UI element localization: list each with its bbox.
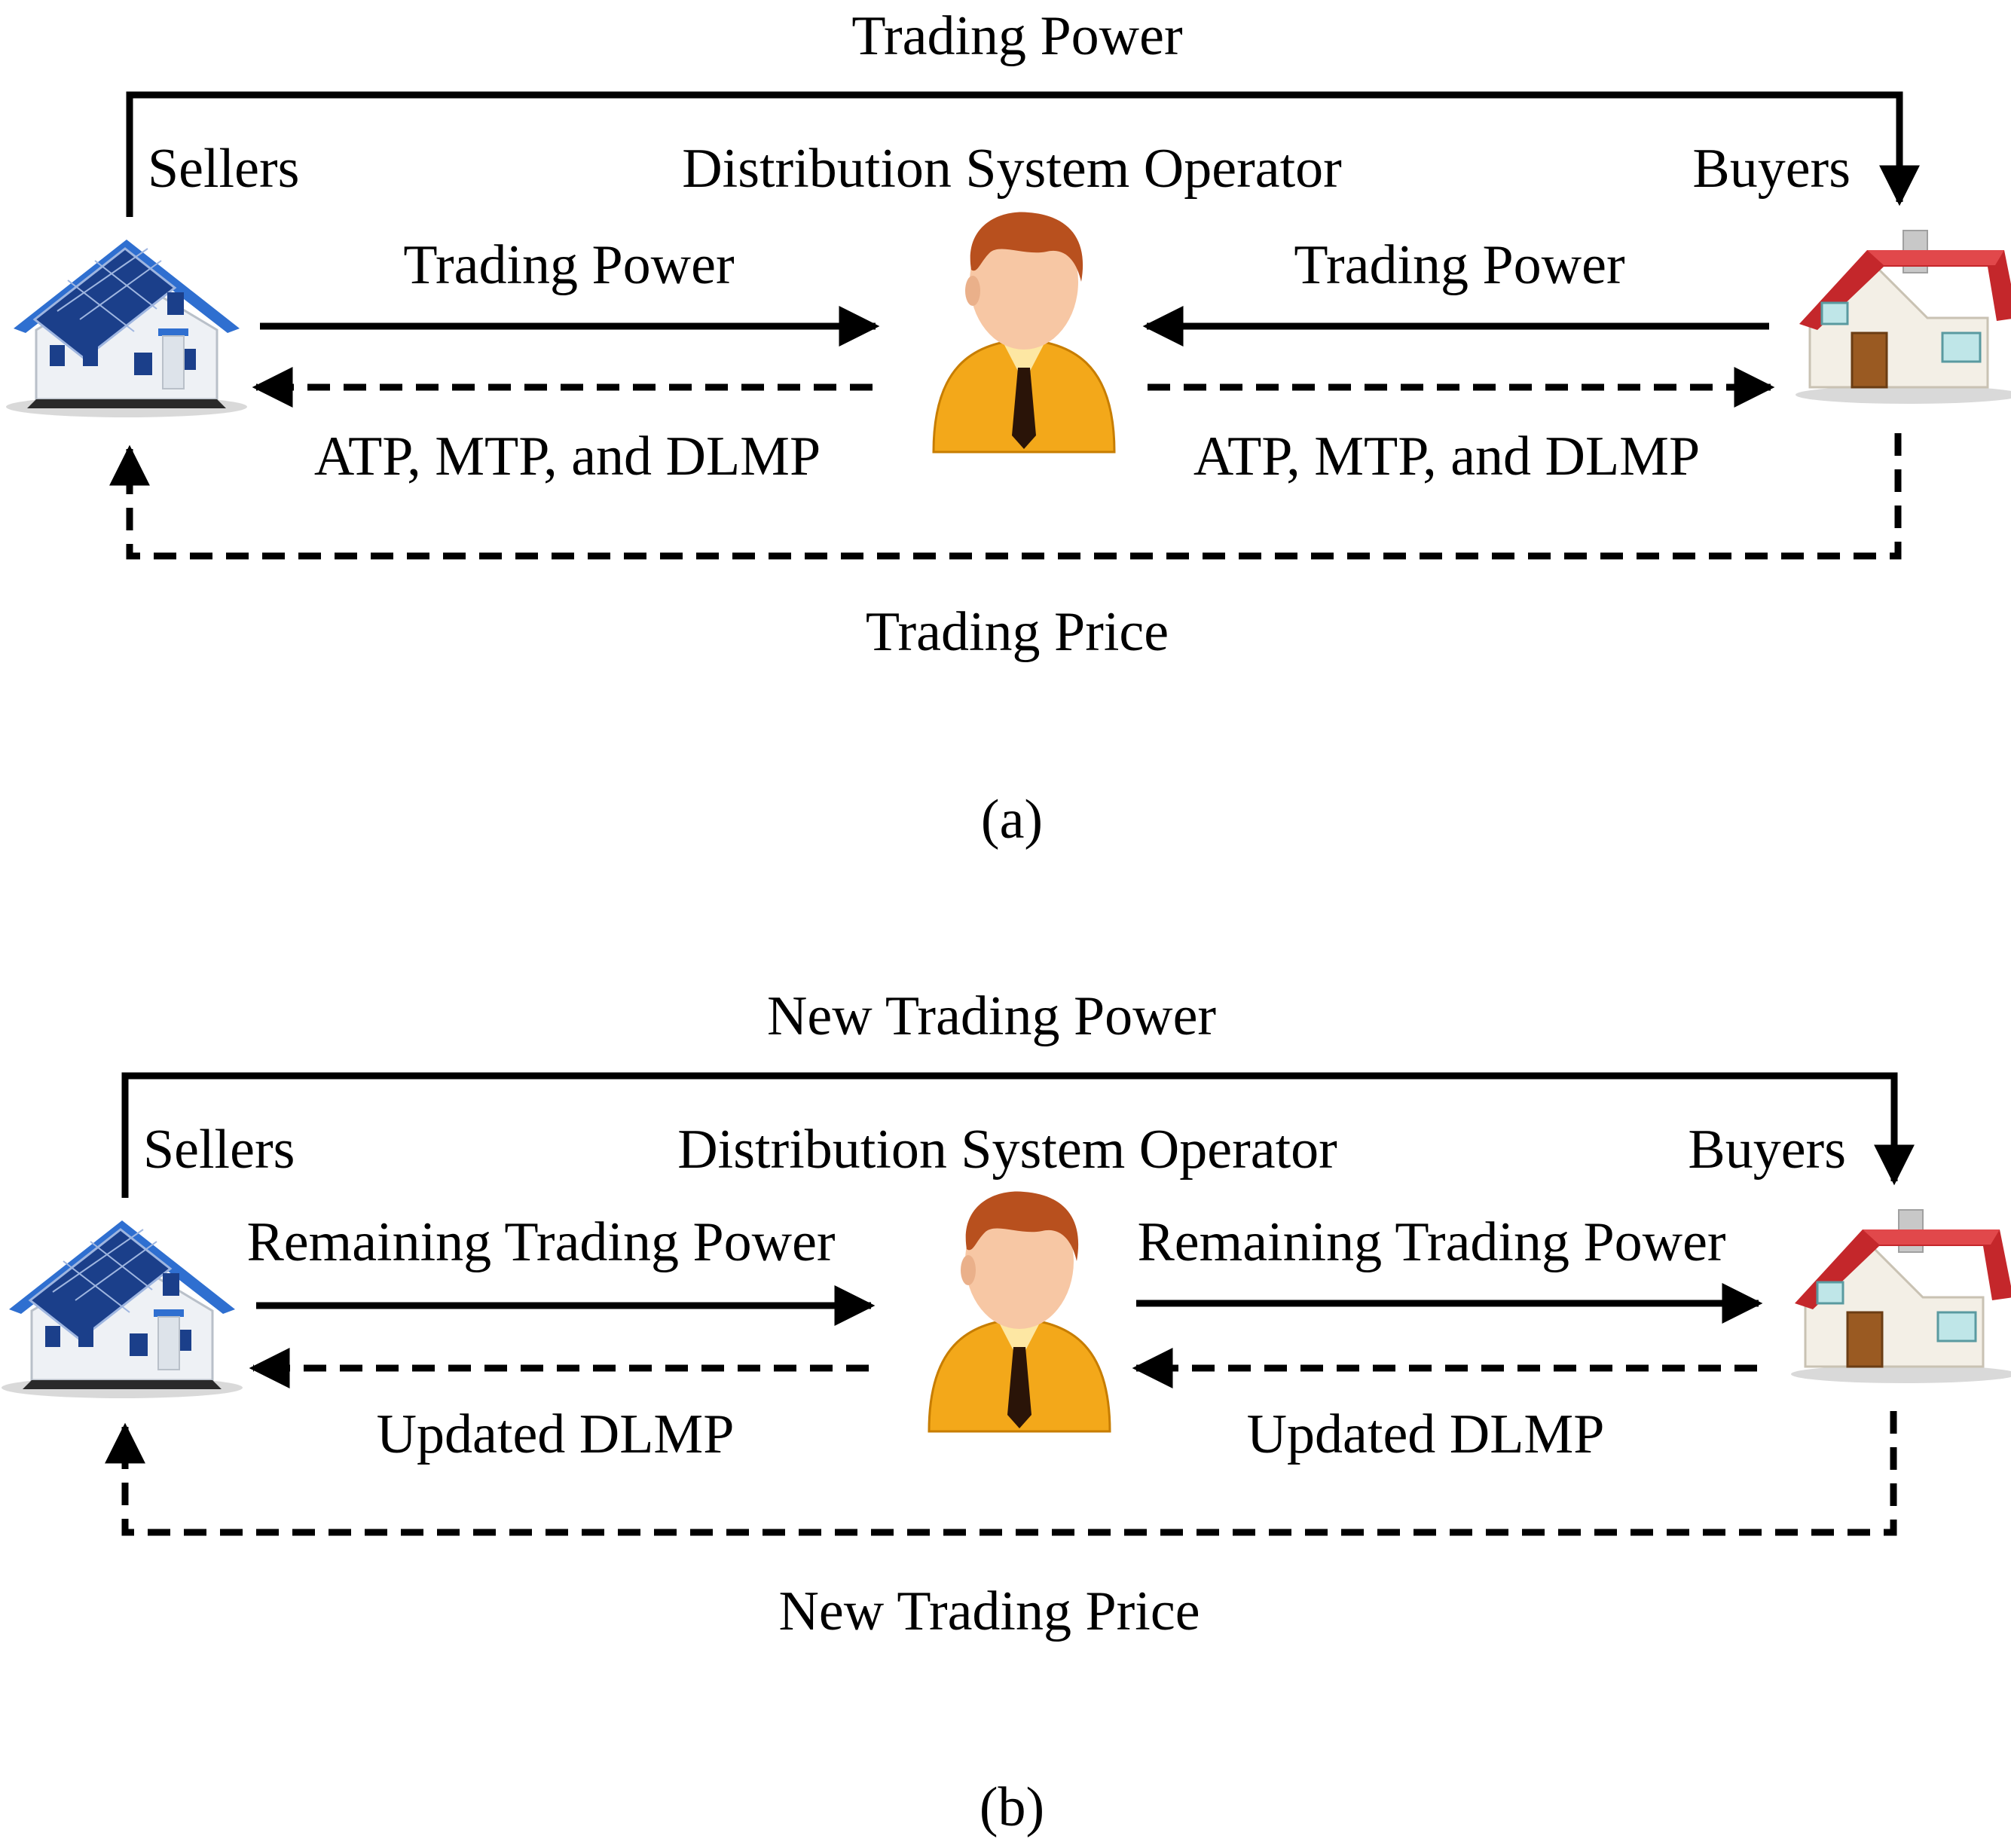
panel-b-bottom-label: New Trading Price xyxy=(778,1581,1200,1642)
panel-b-operator-person-icon xyxy=(928,1191,1111,1433)
panel-b-seller-label: Sellers xyxy=(143,1119,295,1181)
panel-b-right-lower-label: Updated DLMP xyxy=(1247,1404,1605,1465)
panel-b-left-upper-label: Remaining Trading Power xyxy=(246,1211,835,1273)
panel-b-left-lower-label: Updated DLMP xyxy=(377,1404,735,1465)
panel-a-right-lower-label: ATP, MTP, and DLMP xyxy=(1193,426,1700,487)
panel-a: Trading Power Trading Price Sellers Dist… xyxy=(6,5,2011,851)
panel-a-caption: (a) xyxy=(981,789,1043,851)
panel-b-operator-label: Distribution System Operator xyxy=(677,1119,1337,1181)
panel-a-house-icon xyxy=(1796,230,2011,404)
panel-a-operator-person-icon xyxy=(932,212,1116,454)
panel-b-house-icon xyxy=(1791,1209,2011,1383)
panel-a-left-lower-label: ATP, MTP, and DLMP xyxy=(314,426,821,487)
panel-b-right-upper-label: Remaining Trading Power xyxy=(1137,1211,1725,1273)
panel-b-caption: (b) xyxy=(980,1776,1044,1838)
panel-a-seller-label: Sellers xyxy=(148,138,299,200)
panel-b-top-loop-arrow xyxy=(121,1072,1915,1198)
panel-a-buyer-label: Buyers xyxy=(1692,138,1851,200)
panel-b-solar-house-icon xyxy=(2,1220,243,1398)
panel-a-left-upper-label: Trading Power xyxy=(403,234,734,296)
panel-b-buyer-label: Buyers xyxy=(1688,1119,1846,1181)
panel-a-top-label: Trading Power xyxy=(851,5,1182,67)
panel-a-operator-label: Distribution System Operator xyxy=(682,138,1342,200)
panel-a-bottom-label: Trading Price xyxy=(866,601,1169,663)
panel-a-solar-house-icon xyxy=(6,240,247,417)
panel-b-top-label: New Trading Power xyxy=(767,985,1216,1047)
panel-b: New Trading Power New Trading Price Sell… xyxy=(2,985,2011,1838)
panel-a-right-upper-label: Trading Power xyxy=(1294,234,1624,296)
panel-a-top-loop-arrow xyxy=(126,91,1920,217)
